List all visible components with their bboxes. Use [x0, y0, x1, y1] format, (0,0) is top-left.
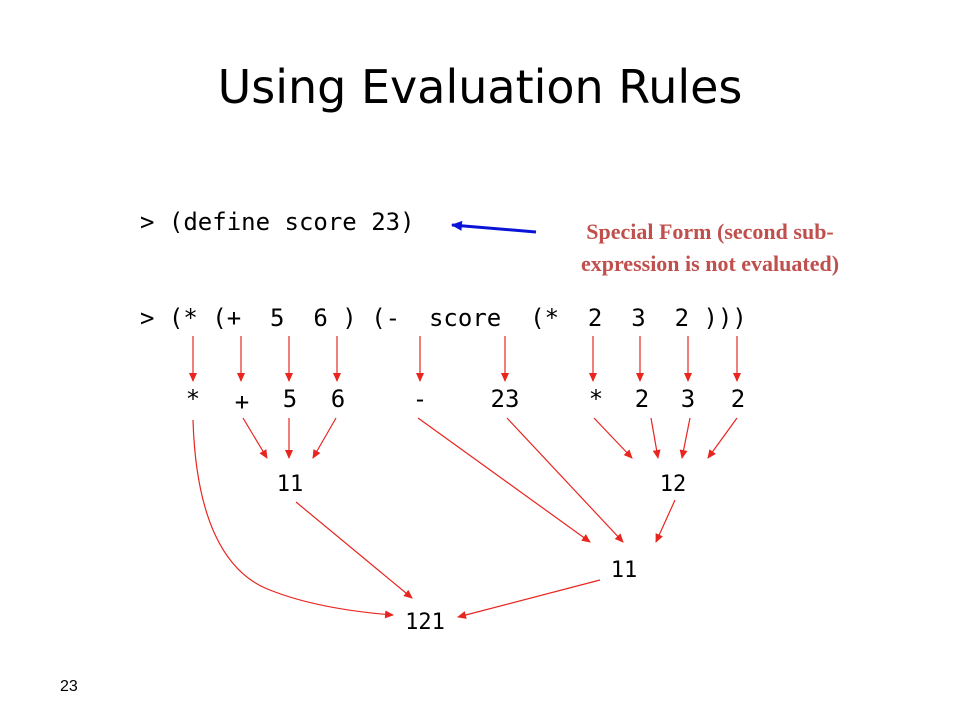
arrow-six-to-sum — [312, 417, 337, 459]
arrow-difference-to-result — [457, 579, 601, 619]
special-form-arrow — [451, 220, 537, 234]
compound-expression: > (* (+ 5 6 ) (- score (* 2 3 2 ))) — [140, 304, 747, 332]
special-form-note: Special Form (second sub- expression is … — [530, 216, 890, 280]
arrow-product-to-difference — [655, 499, 676, 543]
token-two-2: 2 — [730, 385, 746, 413]
arrow-two2-to-product — [707, 417, 738, 459]
token-five: 5 — [282, 385, 298, 413]
arrow-plus-to-sum — [242, 417, 268, 459]
token-score-value: 23 — [490, 385, 520, 413]
special-form-note-line2: expression is not evaluated) — [580, 251, 840, 276]
arrow-multiply-to-result — [192, 419, 394, 619]
token-six: 6 — [330, 385, 346, 413]
value-difference: 11 — [610, 558, 638, 583]
arrow-minus-to-difference — [417, 417, 591, 543]
special-form-note-line1: Special Form (second sub- — [586, 219, 834, 244]
slide-number: 23 — [60, 678, 78, 695]
token-multiply: * — [185, 385, 201, 413]
token-plus: + — [234, 388, 250, 416]
slide-title: Using Evaluation Rules — [217, 60, 743, 114]
token-multiply-2: * — [588, 385, 604, 413]
arrow-two-to-product — [650, 417, 661, 459]
arrow-sum-to-result — [295, 501, 413, 599]
token-three: 3 — [680, 385, 696, 413]
token-two: 2 — [634, 385, 650, 413]
arrow-score-to-difference — [506, 417, 624, 543]
value-product: 12 — [659, 472, 687, 497]
arrow-three-to-product — [679, 417, 691, 459]
value-result: 121 — [405, 610, 445, 635]
arrow-multiply2-to-product — [593, 417, 633, 459]
value-sum: 11 — [276, 472, 304, 497]
token-minus: - — [412, 385, 428, 413]
define-expression: > (define score 23) — [140, 208, 415, 236]
